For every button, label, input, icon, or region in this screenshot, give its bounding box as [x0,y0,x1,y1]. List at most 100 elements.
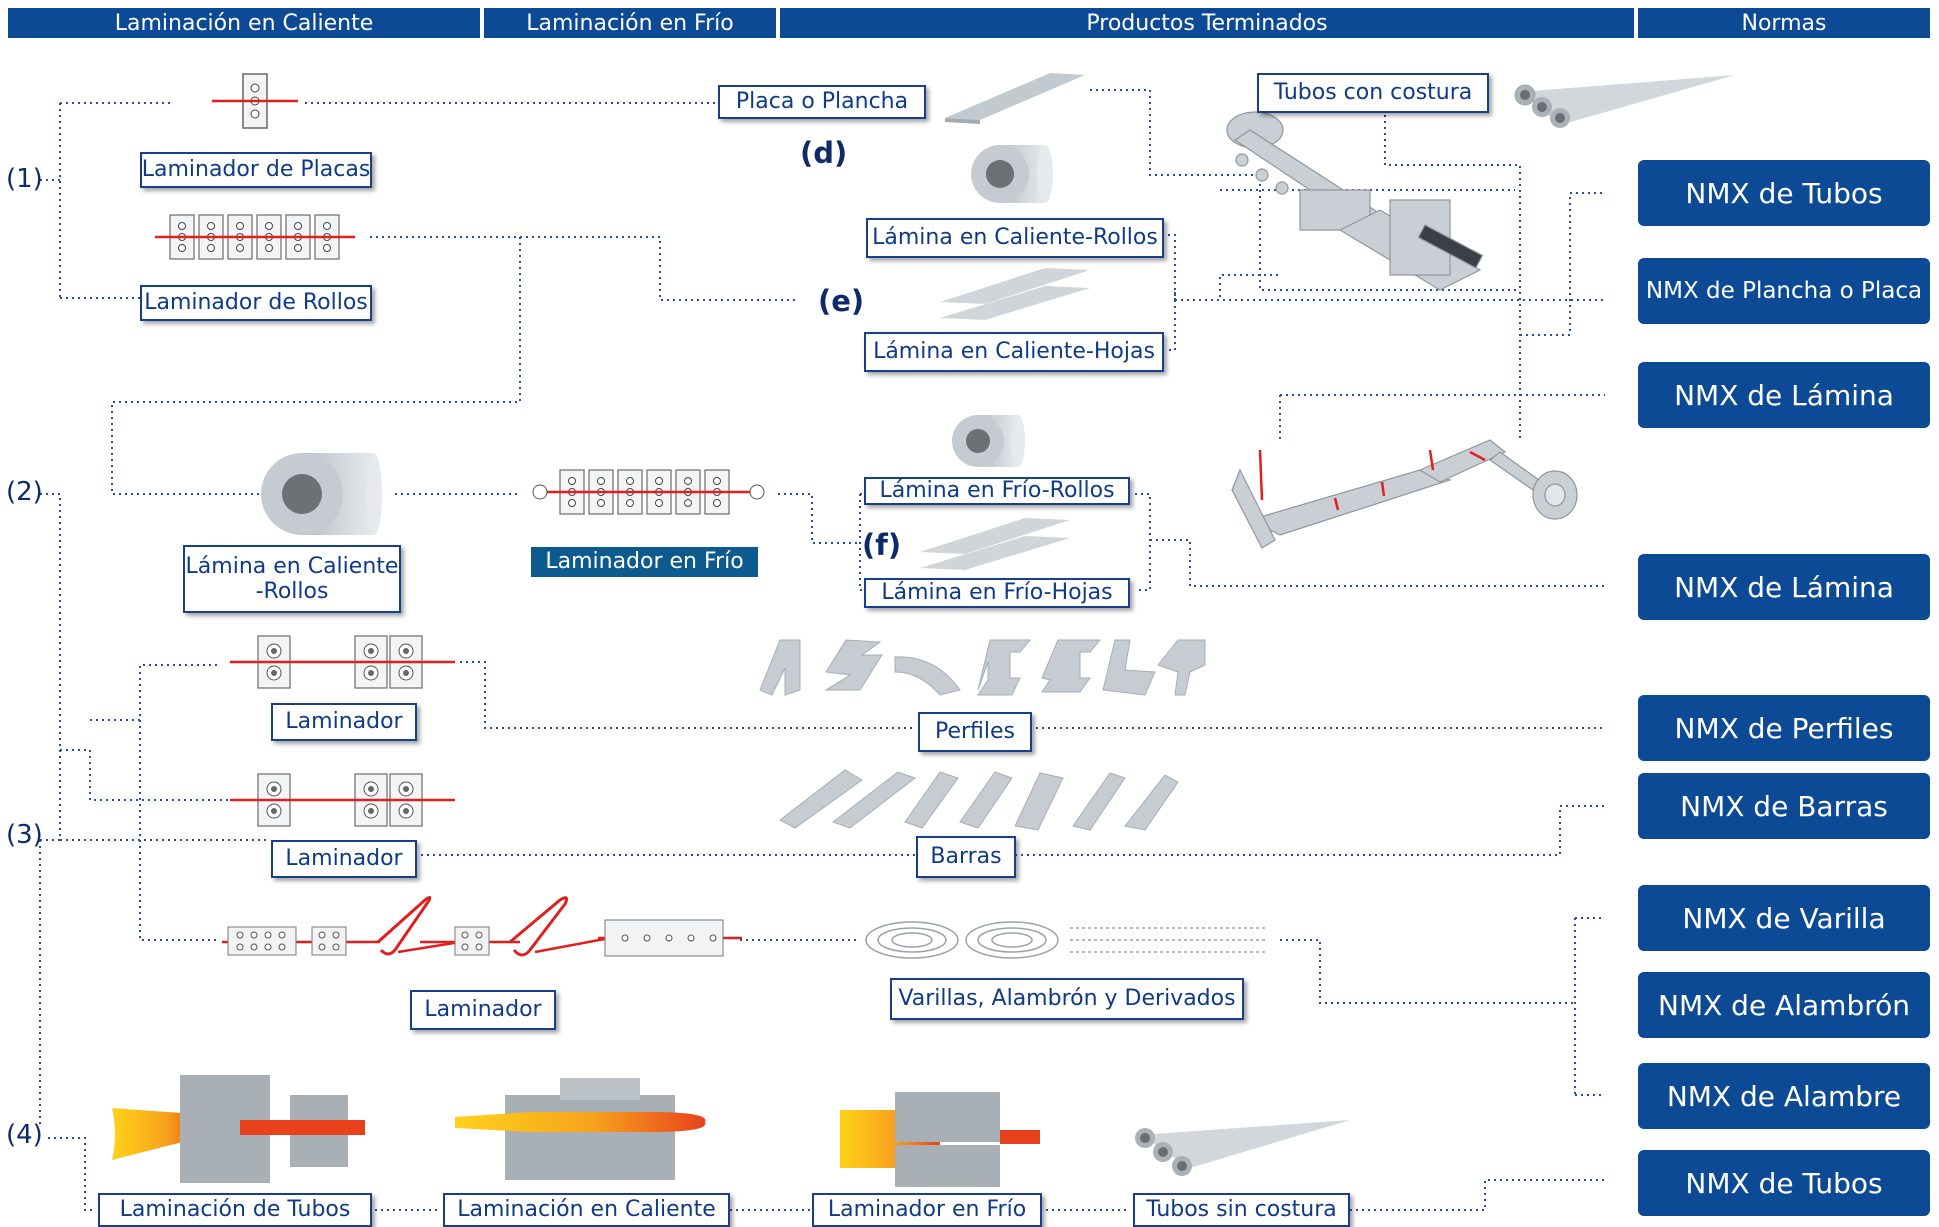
product-hot-sheet-sheets: Lámina en Caliente-Hojas [864,332,1164,372]
cold-mill-stand-roll [568,477,576,485]
coil-mill-stand-roll [323,222,331,230]
profile-mill-row [230,635,455,689]
header-norms: Normas [1638,8,1930,38]
mill-roll-core [403,786,409,792]
coil-mill-stand-roll [207,244,215,252]
norm-bars: NMX de Barras [1638,773,1930,839]
bar-mill-row [230,773,455,827]
product-cold-sheet-sheets: Lámina en Frío-Hojas [864,578,1130,608]
label-hot-sheet-coils-line1: Lámina en Caliente [185,553,399,579]
label-hot-sheet-coils-line2: -Rollos [255,579,329,604]
cold-mill-stand-roll [684,499,692,507]
cold-mill-stand-roll [626,499,634,507]
cold-sheet-coil-graphic [952,415,1025,467]
mill-roll-core [403,670,409,676]
product-rods-wire: Varillas, Alambrón y Derivados [890,978,1244,1020]
coil-mill-stand-roll [178,244,186,252]
marker-3: (3) [6,820,43,850]
cold-mill-stand-roll [626,477,634,485]
label-mill-profiles: Laminador [271,703,417,741]
coil-mill-stand-roll [265,244,273,252]
cold-sheet-sheets-graphic [920,518,1070,570]
hot-coil-graphic [261,453,382,535]
norm-sheet-cold: NMX de Lámina [1638,554,1930,620]
hot-rolling-machine [455,1078,706,1180]
coil-mill-stand-roll [323,244,331,252]
mill-roll-core [271,786,277,792]
header-cold-rolling: Laminación en Frío [484,8,776,38]
marker-2: (2) [6,477,43,507]
cold-mill-stand-roll [655,499,663,507]
hot-sheet-coil-graphic [971,145,1053,203]
mill-roll-core [403,648,409,654]
marker-e: (e) [818,284,865,318]
marker-1: (1) [6,164,43,194]
coil-mill-stand-roll [236,222,244,230]
cold-mill-stand-roll [713,477,721,485]
product-cold-sheet-coils: Lámina en Frío-Rollos [864,477,1130,505]
coil-mill-stands [155,214,355,260]
mill-roll-core [403,808,409,814]
product-seamless-tubes: Tubos sin costura [1133,1193,1350,1227]
rod-mill-row [222,895,742,957]
norm-tubes-seamless: NMX de Tubos [1638,1150,1930,1216]
seamless-tubes-graphic [1135,1120,1350,1176]
norm-plate: NMX de Plancha o Placa [1638,258,1930,324]
label-hot-sheet-coils: Lámina en Caliente -Rollos [183,545,401,613]
rod-coils-graphic [865,921,1265,959]
label-plate-mill: Laminador de Placas [140,152,372,188]
coil-mill-stand-roll [294,244,302,252]
header-finished-products: Productos Terminados [780,8,1634,38]
label-mill-bars: Laminador [271,840,417,878]
product-hot-sheet-coils: Lámina en Caliente-Rollos [866,218,1164,258]
norm-sheet: NMX de Lámina [1638,362,1930,428]
mill-roll-core [271,808,277,814]
norm-wire: NMX de Alambre [1638,1063,1930,1129]
coil-mill-stand-roll [236,244,244,252]
norm-tubes: NMX de Tubos [1638,160,1930,226]
mill-roll-core [368,670,374,676]
cold-mill-stand-roll [713,499,721,507]
coil-mill-stand-roll [207,222,215,230]
label-cold-mill: Laminador en Frío [531,547,758,577]
marker-f: (f) [862,528,902,562]
coil-mill-stand-roll [265,222,273,230]
coil-mill-stand-roll [178,222,186,230]
cold-mill-recoiler [749,484,765,500]
marker-d: (d) [800,136,848,170]
plate-graphic [945,73,1085,124]
coil-mill-stand-roll [294,222,302,230]
norm-wire-rod: NMX de Alambrón [1638,972,1930,1038]
welded-tubes-graphic [1514,75,1735,128]
hot-sheet-sheets-graphic [940,268,1090,320]
cold-mill-stand-roll [597,477,605,485]
tube-rolling-machine [112,1075,365,1183]
label-tube-rolling: Laminación de Tubos [98,1193,372,1227]
tube-welding-machine [1226,111,1484,291]
marker-4: (4) [6,1120,43,1150]
cold-mill-uncoiler [532,484,548,500]
label-mill-rods: Laminador [410,990,556,1030]
cold-mill-stand-roll [568,499,576,507]
cold-mill-stand-roll [684,477,692,485]
cold-rolling-machine [840,1092,1040,1187]
mill-roll-core [368,808,374,814]
connector-lines [39,89,1605,1211]
norm-profiles: NMX de Perfiles [1638,695,1930,761]
mill-roll-core [368,648,374,654]
product-welded-tubes: Tubos con costura [1257,73,1489,113]
cold-mill-stand-roll [597,499,605,507]
bars-graphic [779,769,1179,831]
label-coil-mill: Laminador de Rollos [140,285,372,321]
cold-processing-line [1231,439,1578,549]
profiles-graphic [759,639,1206,696]
product-profiles: Perfiles [918,712,1032,752]
norm-rebar: NMX de Varilla [1638,885,1930,951]
label-hot-rolling: Laminación en Caliente [443,1193,730,1227]
product-plate: Placa o Plancha [718,85,926,119]
mill-roll-core [271,648,277,654]
cold-mill-stand-roll [655,477,663,485]
header-hot-rolling: Laminación en Caliente [8,8,480,38]
plate-mill-stand [212,73,298,129]
